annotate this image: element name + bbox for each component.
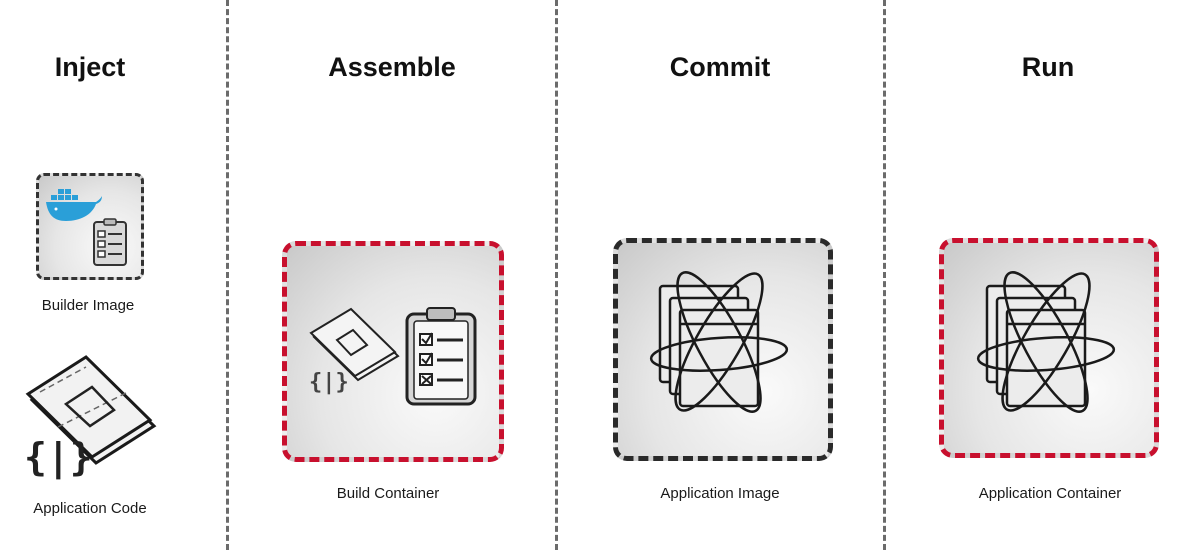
source-code-pages-icon: {|} — [309, 307, 400, 395]
stage-divider-1 — [226, 0, 229, 550]
stage-divider-2 — [555, 0, 558, 550]
source-code-pages-icon: {|} — [24, 355, 157, 480]
stage-title-commit: Commit — [669, 52, 771, 82]
build-container-caption: Build Container — [336, 485, 440, 502]
stage-title-run: Run — [1021, 52, 1075, 82]
application-container-caption: Application Container — [978, 485, 1122, 502]
stage-title-inject: Inject — [54, 52, 126, 82]
builder-image-caption: Builder Image — [41, 297, 135, 314]
svg-text:{|}: {|} — [309, 370, 349, 395]
stage-divider-3 — [883, 0, 886, 550]
application-layers-orbit-icon — [649, 271, 789, 413]
checklist-clipboard-icon — [405, 307, 477, 406]
application-layers-orbit-icon — [976, 271, 1116, 413]
application-image-box — [613, 238, 833, 461]
application-image-caption: Application Image — [660, 485, 780, 502]
checklist-icon — [93, 218, 127, 266]
svg-text:{|}: {|} — [24, 435, 93, 480]
stage-title-assemble: Assemble — [328, 52, 456, 82]
docker-whale-icon — [46, 189, 102, 221]
application-code-caption: Application Code — [33, 500, 147, 517]
